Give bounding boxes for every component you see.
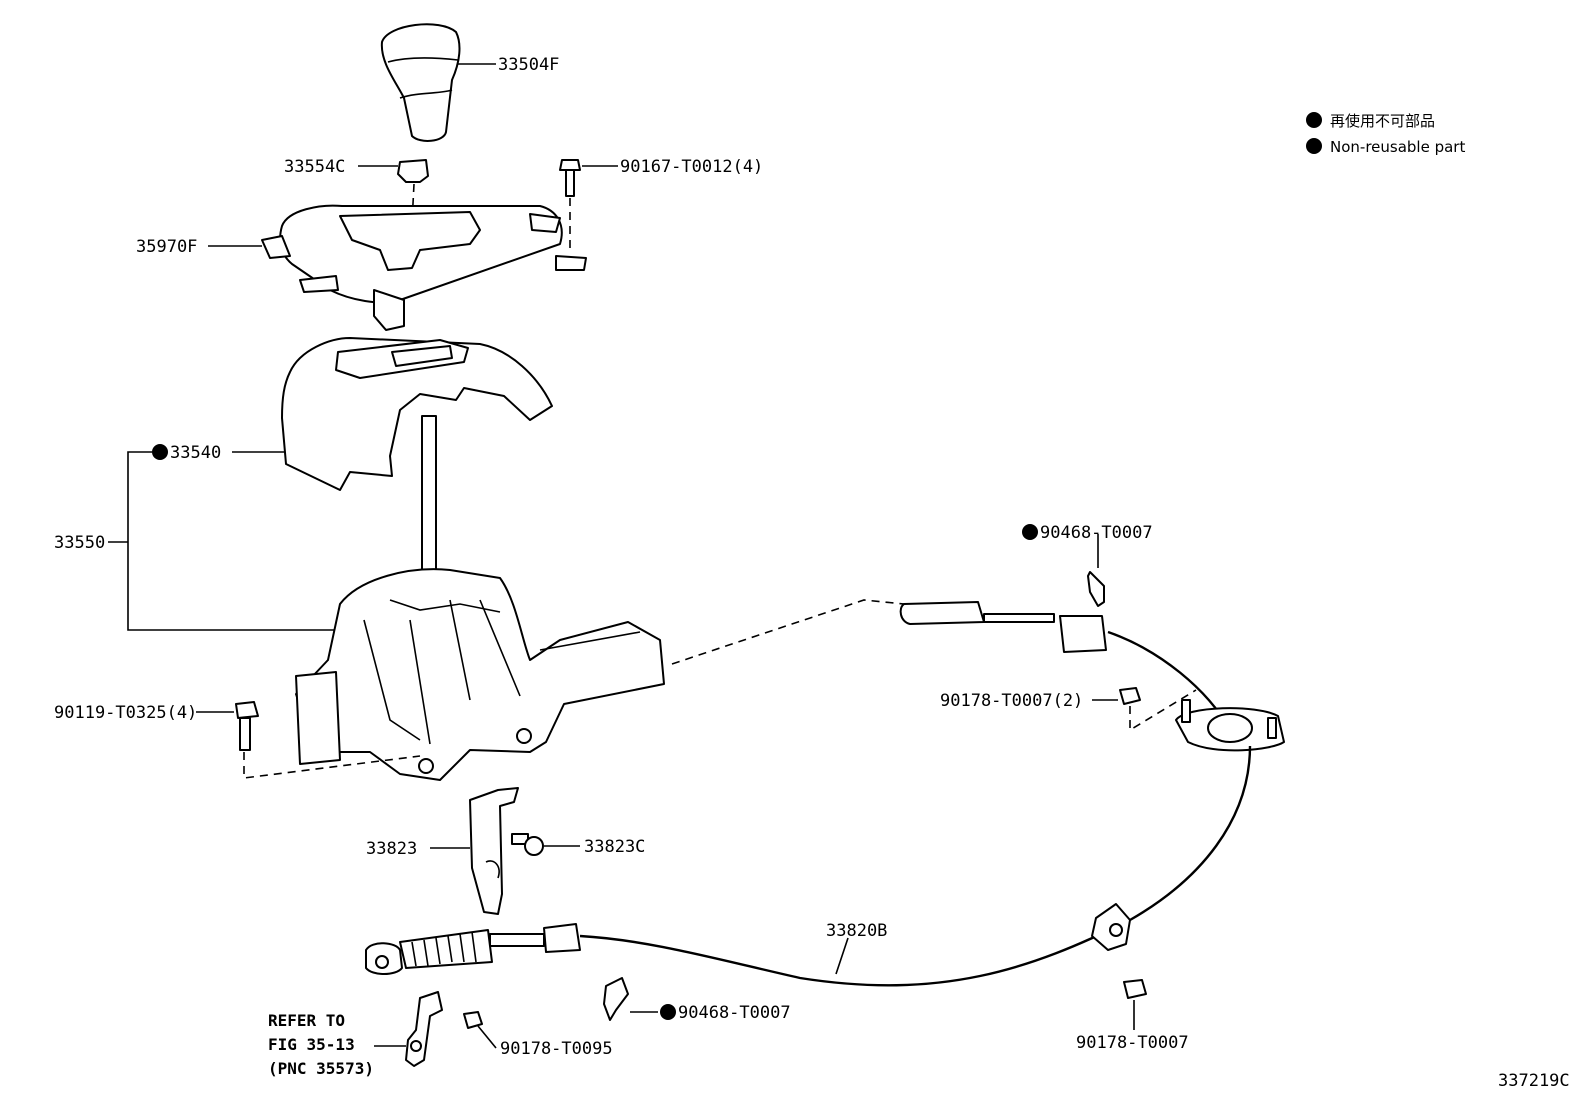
shift-knob [380,23,461,142]
legend-english: Non-reusable part [1330,138,1465,156]
cable-clip-upper [1087,571,1105,607]
leader-cable [835,937,849,975]
label-bolt: 90119-T0325(4) [54,703,197,723]
shift-rod [421,415,437,581]
legend-bullet-en [1306,138,1322,154]
label-bezel-screw: 90167-T0012(4) [620,157,763,177]
bolt [235,701,259,751]
refer-line3: (PNC 35573) [268,1059,374,1078]
label-bracket-screw: 33823C [584,837,645,857]
label-nut-upper: 90178-T0007(2) [940,691,1083,711]
leader-nut-small [477,1025,497,1049]
cable-clip-lower [603,977,629,1021]
label-nut-lower: 90178-T0007 [1076,1033,1189,1053]
label-clip-upper: 90468-T0007 [1040,523,1153,543]
shift-cover [281,337,553,491]
refer-line2: FIG 35-13 [268,1035,355,1054]
indicator-housing [261,204,587,331]
label-knob: 33504F [498,55,559,75]
nut-lower [1123,979,1147,999]
refer-line1: REFER TO [268,1011,345,1030]
figure-id: 337219C [1498,1071,1570,1091]
shift-cable [365,601,1285,987]
label-knob-clip: 33554C [284,157,345,177]
shift-lever-base [295,568,665,781]
label-clip-lower: 90468-T0007 [678,1003,791,1023]
legend-japanese: 再使用不可部品 [1330,112,1435,130]
bracket-screw [511,833,544,856]
non-reusable-mark-clip-upper [1022,524,1038,540]
label-shift-lever-assy: 33550 [54,533,105,553]
group-bracket-33550 [127,451,334,631]
bezel-screw [559,159,581,197]
label-nut-small: 90178-T0095 [500,1039,613,1059]
cable-retainer-bracket [405,991,443,1067]
label-cover: 33540 [170,443,221,463]
non-reusable-mark-clip-lower [660,1004,676,1020]
legend-bullet-jp [1306,112,1322,128]
label-indicator-housing: 35970F [136,237,197,257]
knob-clip [397,159,429,183]
label-bracket: 33823 [366,839,417,859]
legend: 再使用不可部品 Non-reusable part [1306,112,1465,156]
nut-small [463,1011,483,1029]
bracket [469,787,519,915]
non-reusable-mark-cover [152,444,168,460]
label-cable: 33820B [826,921,887,941]
nut-upper [1119,687,1141,705]
